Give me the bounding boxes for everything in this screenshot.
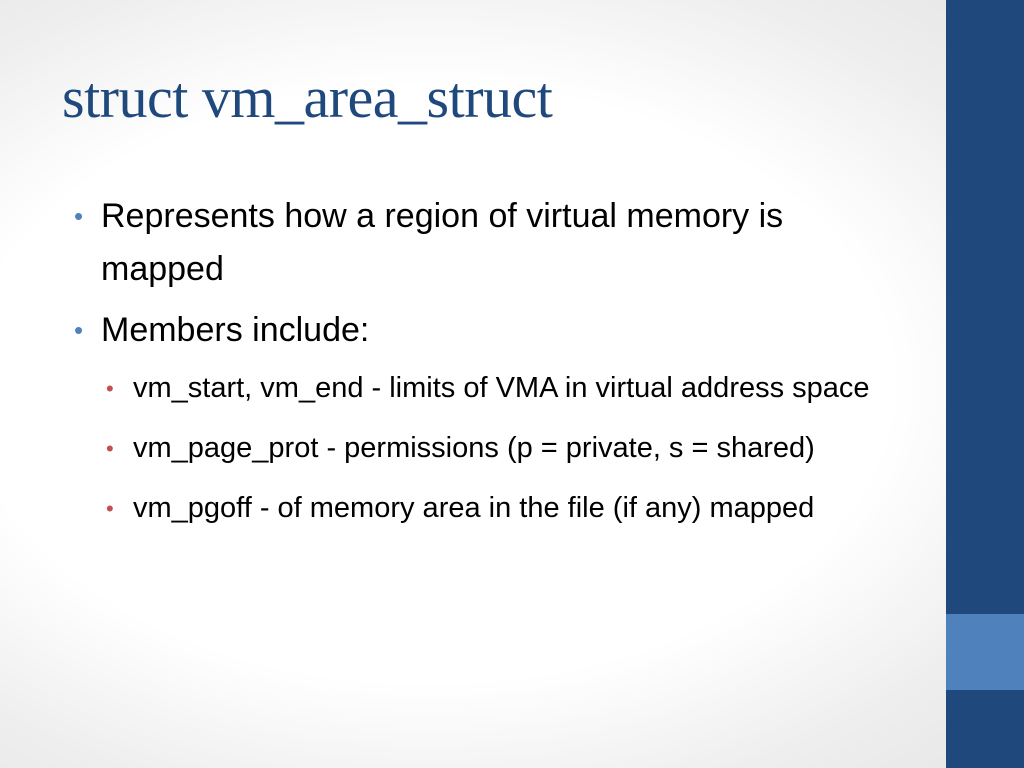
bullet-item: • Members include: [74,304,894,357]
sub-bullet-item: • vm_start, vm_end - limits of VMA in vi… [106,365,894,412]
sub-bullet-item: • vm_page_prot - permissions (p = privat… [106,425,894,472]
slide-content: struct vm_area_struct • Represents how a… [62,65,894,545]
bullet-text: Members include: [101,311,370,349]
sub-bullet-text: vm_page_prot - permissions (p = private,… [133,432,815,464]
sidebar-accent-block [946,614,1024,690]
bullet-dot-icon: • [74,315,84,345]
bullet-dot-icon: • [74,201,84,231]
sub-bullet-text: vm_start, vm_end - limits of VMA in virt… [133,372,870,404]
sub-bullet-dot-icon: • [106,376,114,401]
sub-bullet-group: • vm_start, vm_end - limits of VMA in vi… [74,365,894,532]
decorative-sidebar [946,0,1024,768]
sub-bullet-text: vm_pgoff - of memory area in the file (i… [133,492,815,524]
sub-bullet-dot-icon: • [106,436,114,461]
sub-bullet-item: • vm_pgoff - of memory area in the file … [106,485,894,532]
bullet-item: • Represents how a region of virtual mem… [74,190,894,296]
slide-title: struct vm_area_struct [62,65,553,130]
sub-bullet-list: • vm_start, vm_end - limits of VMA in vi… [74,365,894,532]
bullet-list: • Represents how a region of virtual mem… [74,190,894,545]
bullet-text: Represents how a region of virtual memor… [101,197,784,288]
sub-bullet-dot-icon: • [106,496,114,521]
